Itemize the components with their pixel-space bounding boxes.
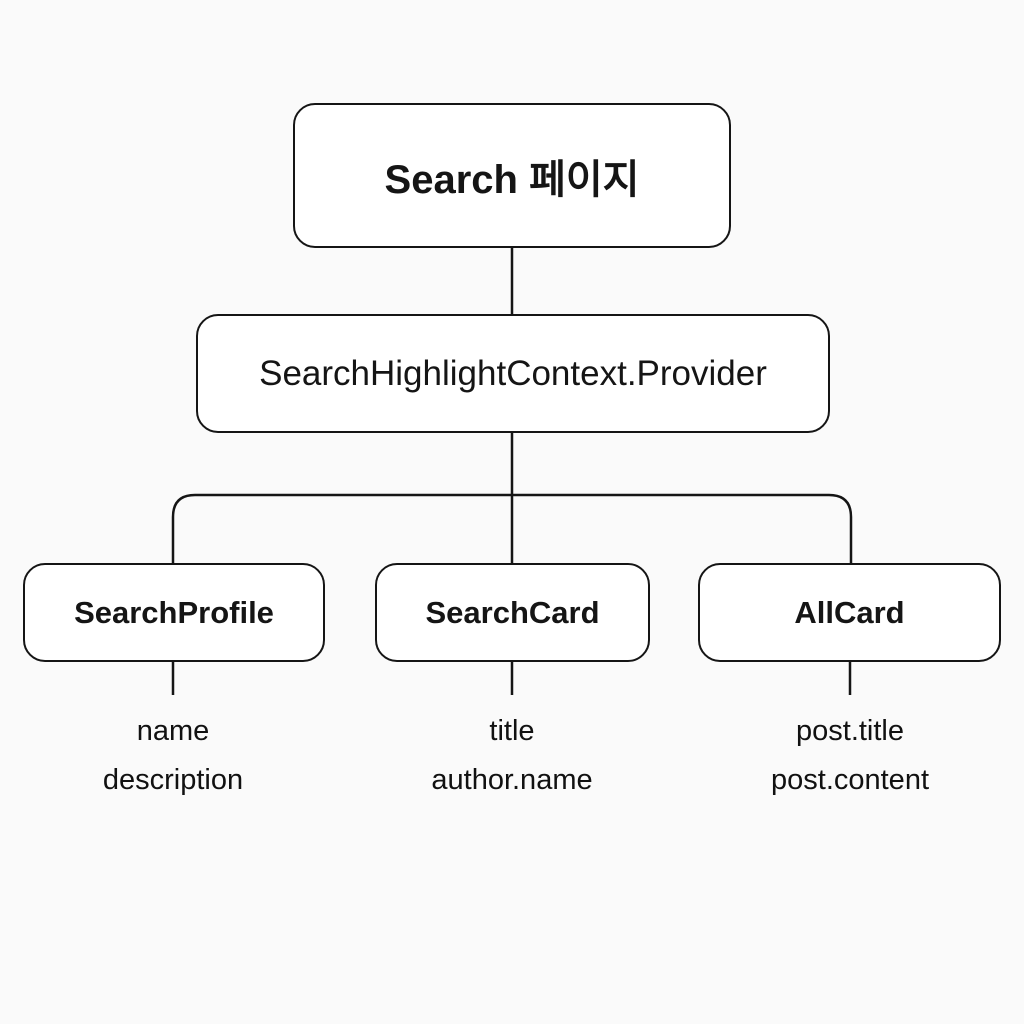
node-all-card: AllCard (698, 563, 1001, 662)
node-search-page: Search 페이지 (293, 103, 731, 248)
node-search-profile: SearchProfile (23, 563, 325, 662)
node-search-card-label: SearchCard (425, 594, 600, 630)
field-label: description (102, 764, 244, 796)
node-search-page-label: Search 페이지 (384, 157, 640, 202)
edge-provider-branches (171, 493, 853, 563)
field-label: author.name (431, 764, 593, 796)
fields-search-card: title author.name (332, 707, 692, 805)
node-search-highlight-context-provider: SearchHighlightContext.Provider (196, 314, 830, 433)
node-all-card-label: AllCard (794, 594, 905, 630)
node-provider-label: SearchHighlightContext.Provider (259, 353, 767, 393)
node-search-profile-label: SearchProfile (74, 594, 274, 630)
field-label: name (136, 715, 210, 747)
field-label: title (489, 715, 535, 747)
fields-all-card: post.title post.content (670, 707, 1024, 805)
fields-search-profile: name description (0, 707, 353, 805)
field-label: post.content (771, 764, 929, 796)
field-label: post.title (796, 715, 904, 747)
node-search-card: SearchCard (375, 563, 650, 662)
